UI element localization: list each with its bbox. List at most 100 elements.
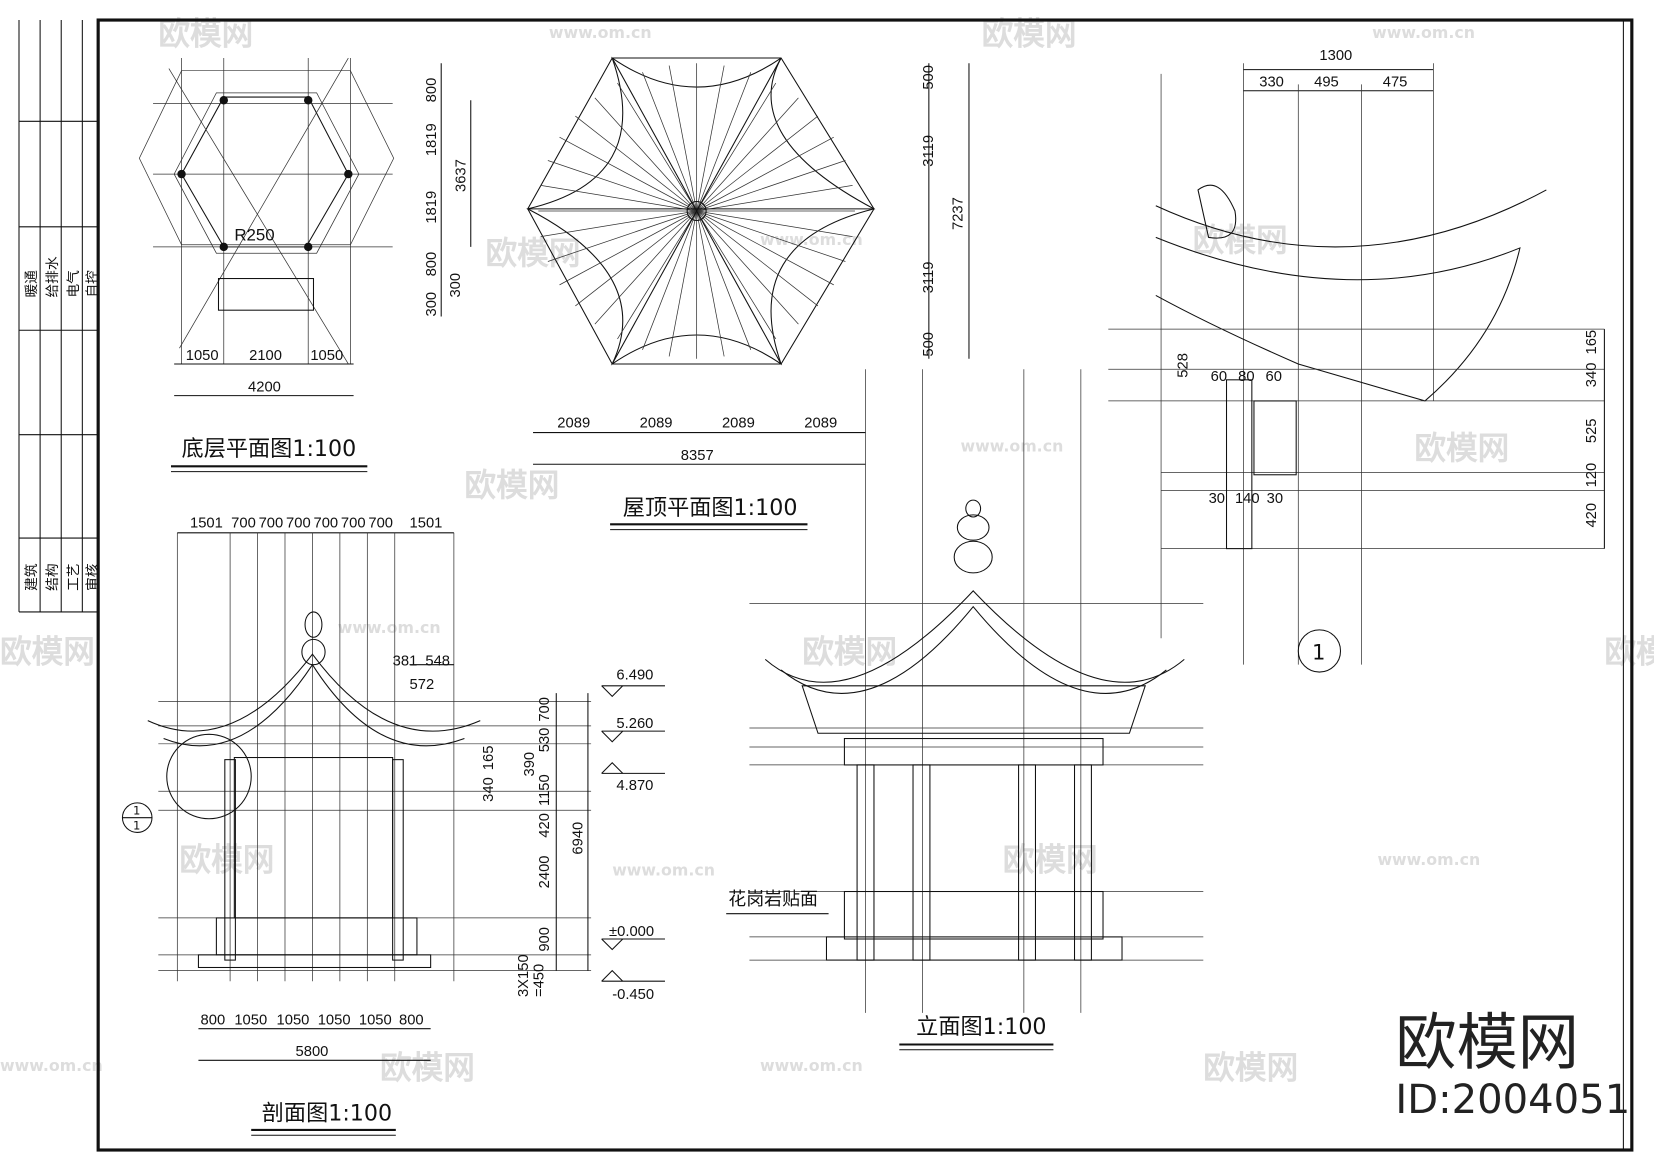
dimension-label: 900 (537, 927, 553, 952)
dimension-label: 500 (921, 65, 937, 90)
watermark-url: www.om.cn (338, 618, 441, 637)
dimension-label: 300 (424, 292, 440, 317)
watermark-url: www.om.cn (549, 23, 652, 42)
dimension-label: 5800 (296, 1044, 329, 1060)
watermark-logo: 欧模网 (179, 842, 274, 878)
dimension-label: 8357 (681, 448, 714, 464)
dimension-label: 3119 (921, 262, 937, 294)
roof-rafter-line (617, 210, 697, 340)
watermark-logo: 欧模网 (158, 16, 253, 52)
roof-rafter-line (696, 210, 834, 286)
title-block-label: 建筑 (24, 563, 40, 591)
dimension-label: 1819 (424, 123, 440, 156)
dimension-label: 165 (481, 746, 497, 771)
dimension-label: 60 (1211, 369, 1227, 385)
title-block-label: 结构 (45, 563, 61, 590)
roof-rafter-line (540, 184, 697, 212)
roof-rafter-line (617, 82, 697, 212)
dimension-label: 1300 (1319, 48, 1352, 64)
watermark-url: www.om.cn (612, 861, 715, 880)
roof-rafter-line (696, 210, 777, 340)
dimension-label: 2100 (249, 348, 282, 364)
watermark-url: www.om.cn (760, 1056, 863, 1075)
dimension-label: 30 (1267, 491, 1283, 507)
callout-number: 1 (133, 818, 140, 832)
dimension-label: 340 (481, 777, 497, 802)
detail-callout-circle (1297, 629, 1342, 673)
level-mark: 4.870 (616, 778, 653, 794)
dimension-label: 2089 (722, 415, 755, 431)
dimension-label: 6940 (571, 822, 587, 855)
dimension-label: 572 (410, 677, 435, 693)
level-mark: ±0.000 (609, 924, 654, 940)
dimension-label: 300 (448, 273, 464, 298)
watermark-logo: 欧模网 (1604, 635, 1654, 671)
dimension-label: 2089 (557, 415, 590, 431)
dimension-label: 2089 (804, 415, 837, 431)
title-block-label: 给排水 (45, 256, 61, 297)
title-block-label: 电气 (66, 270, 82, 298)
dimension-label: 60 (1266, 369, 1282, 385)
roof-rafter-line (696, 160, 846, 212)
drawing-title: 剖面图1:100 (262, 1100, 392, 1126)
brand-logo-text: 欧模网 (1395, 1008, 1579, 1079)
roof-rafter-line (696, 210, 846, 262)
roof-rafter-line (696, 210, 799, 325)
dimension-label: 1050 (310, 348, 343, 364)
dimension-label: 390 (522, 752, 538, 777)
level-mark: 5.260 (616, 716, 653, 732)
section-drawing: 1501 700 700 700 700 700 700 1501 1 1 38… (121, 516, 665, 1136)
drawing-title: 立面图1:100 (916, 1014, 1046, 1040)
roof-rafter-line (575, 115, 697, 212)
roof-plan: 2089 2089 2089 2089 8357 500 3119 3119 5… (526, 56, 970, 531)
dimension-label: 1050 (359, 1012, 392, 1028)
dimension-label: 3119 (921, 135, 937, 167)
dimension-label: 1150 (537, 774, 553, 806)
material-note: 花岗岩贴面 (728, 889, 818, 910)
roof-rafter-line (540, 210, 697, 238)
dimension-label: 528 (1175, 353, 1191, 378)
watermark-logo: 欧模网 (1003, 842, 1098, 878)
dimension-label: 525 (1584, 418, 1600, 443)
roof-rafter-line (696, 210, 725, 357)
watermark-logo: 欧模网 (1193, 223, 1288, 259)
roof-rafter-line (547, 160, 697, 212)
level-mark: -0.450 (612, 987, 654, 1003)
watermark-logo: 欧模网 (802, 635, 897, 671)
drawing-title: 底层平面图1:100 (182, 436, 357, 462)
dimension-label: 495 (1314, 75, 1339, 91)
dimension-label: 420 (537, 813, 553, 838)
watermark-logo: 欧模网 (0, 635, 95, 671)
watermark-url: www.om.cn (0, 1056, 103, 1075)
dimension-label: 7237 (951, 197, 967, 230)
dimension-label: 1501 (410, 516, 443, 532)
roof-rafter-line (696, 210, 752, 350)
dimension-label: 1819 (424, 191, 440, 224)
watermark-url: www.om.cn (961, 437, 1064, 456)
title-block-labels: 暖通 给排水 电气 自控 建筑 结构 工艺 审核 (24, 256, 101, 591)
dimension-label: 381 (393, 654, 418, 670)
title-block-label: 工艺 (66, 563, 82, 590)
roof-rafter-line (547, 210, 697, 262)
dimension-label: 1050 (318, 1012, 351, 1028)
title-block-label: 暖通 (24, 270, 40, 298)
watermark-logo: 欧模网 (380, 1050, 475, 1086)
ground-floor-plan: R250 1050 2100 1050 4200 800 1819 1819 8… (138, 57, 472, 473)
dimension-label: 700 (341, 516, 366, 532)
dimension-label: 475 (1383, 75, 1408, 91)
dimension-label: 165 (1584, 330, 1600, 355)
level-mark: 6.490 (616, 667, 653, 683)
dimension-label: 700 (286, 516, 311, 532)
dimension-label: 800 (399, 1012, 424, 1028)
dimension-label: 548 (425, 654, 450, 670)
roof-rafter-line (696, 184, 853, 212)
watermark-logo: 欧模网 (982, 16, 1077, 52)
detail-callout-number: 1 (1312, 639, 1325, 664)
roof-rafter-line (642, 72, 697, 212)
dimension-label: 800 (424, 252, 440, 277)
brand-watermark: 欧模网 ID:2004051 (1395, 1008, 1630, 1124)
dimension-label: 700 (537, 697, 553, 722)
title-block-label: 审核 (85, 563, 101, 591)
